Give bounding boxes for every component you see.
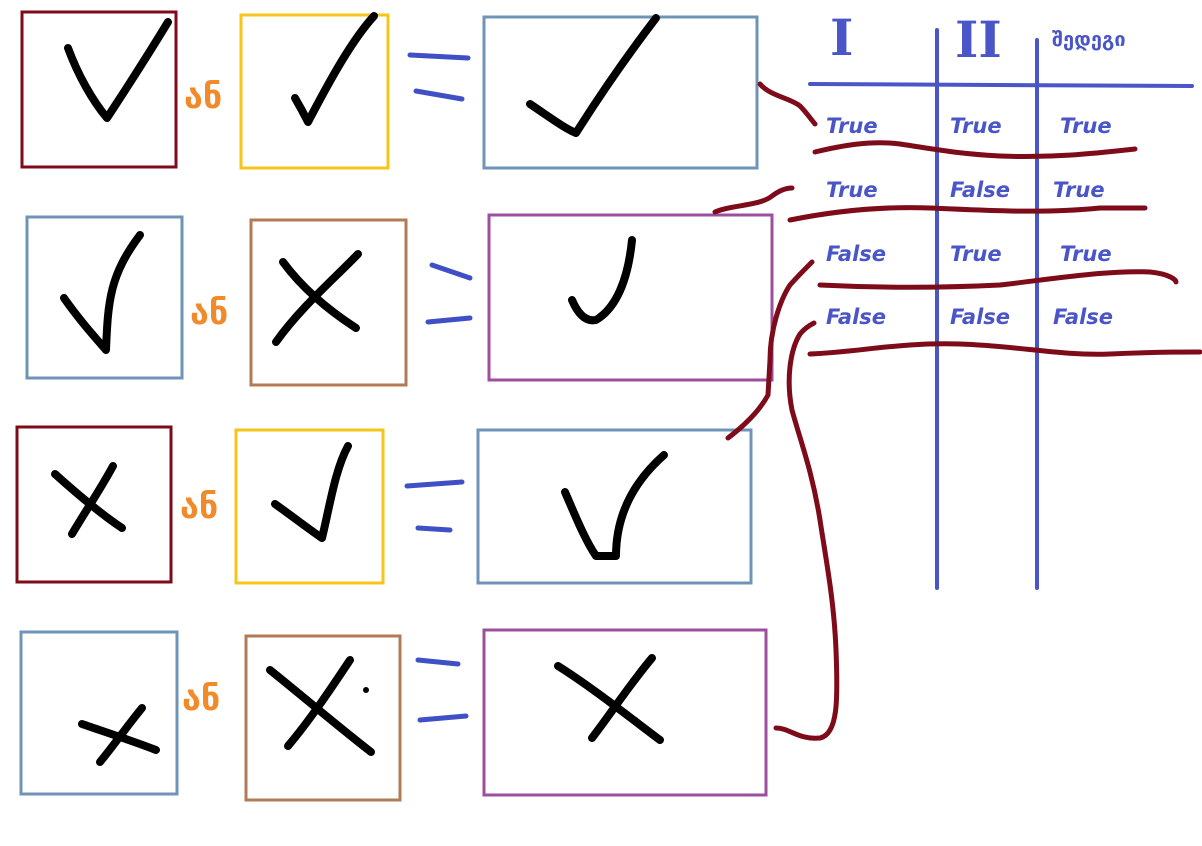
row-2: ან	[25, 213, 774, 387]
row-4-result-box	[482, 628, 768, 797]
underline-row-2	[787, 205, 1148, 223]
truth-table-r4-c3: False	[1053, 305, 1113, 329]
row-1-result-check-icon	[526, 14, 660, 137]
truth-table-r1-c3: True	[1060, 114, 1112, 138]
row-2-operand-b-cross-icon	[272, 250, 362, 346]
row-4-operand-b-cross-icon	[266, 656, 375, 756]
truth-table-r3-c2: True	[950, 242, 1002, 266]
truth-table-header-1: I	[830, 8, 853, 67]
row-2-operator-label: ან	[190, 293, 228, 333]
row-4-operator-label: ან	[182, 679, 220, 719]
underline-row-4	[807, 341, 1202, 357]
row-2-operand-b-box	[249, 218, 408, 387]
underline-row-1	[812, 140, 1138, 160]
row-3-result-check-icon	[561, 451, 668, 560]
row-2-equals-sign	[425, 262, 473, 325]
row-4-result-cross-icon	[554, 654, 664, 744]
row-1-operand-a-check-icon	[64, 18, 172, 122]
row-2-operand-a-check-icon	[60, 231, 144, 354]
truth-table-r1-c2: True	[950, 114, 1002, 138]
underline-row-3	[817, 269, 1179, 290]
row-3-operand-a-box	[15, 425, 173, 584]
truth-table: I II შედეგი True True True True False Tr…	[787, 8, 1202, 590]
row-3-operand-b-box	[234, 428, 385, 585]
row-1-operand-a-box	[20, 10, 178, 169]
row-1: ან	[20, 10, 759, 170]
row-3-operand-a-cross-icon	[51, 462, 126, 538]
row-2-result-box	[487, 213, 774, 382]
truth-table-r3-c1: False	[826, 242, 886, 266]
truth-table-header-2: II	[955, 10, 1002, 69]
row-4-operand-b-box	[244, 634, 402, 802]
truth-table-r1-c1: True	[826, 114, 878, 138]
truth-table-header-2-label: II	[955, 10, 1002, 69]
row-1-equals-sign	[407, 52, 471, 102]
row-1-operand-b-check-icon	[291, 12, 378, 126]
truth-table-row-underlines	[787, 140, 1202, 357]
row-3-result-box	[476, 428, 753, 585]
row-3-operand-b-check-icon	[271, 442, 352, 542]
row-3-equals-sign	[404, 479, 465, 533]
row-2-result-check-icon	[568, 236, 636, 325]
row-4-operand-b-dot	[363, 687, 369, 693]
row-3-operator-label: ან	[180, 487, 218, 527]
truth-table-header-3-label: შედეგი	[1052, 27, 1126, 51]
truth-table-r4-c2: False	[950, 305, 1010, 329]
row-1-operator-label: ან	[184, 77, 222, 117]
truth-table-r4-c1: False	[826, 305, 886, 329]
truth-table-r2-c3: True	[1053, 178, 1105, 202]
truth-table-r2-c2: False	[950, 178, 1010, 202]
truth-table-r3-c3: True	[1060, 242, 1112, 266]
row-4-operand-a-box	[19, 630, 179, 796]
row-3: ან	[15, 425, 753, 585]
row-1-result-box	[482, 15, 759, 170]
row-1-operand-b-box	[239, 13, 390, 170]
connector-row-2	[712, 185, 795, 215]
row-4-equals-sign	[415, 657, 469, 723]
connector-row-1	[757, 81, 818, 127]
connector-row-4	[773, 320, 840, 741]
connector-row-3	[725, 259, 815, 441]
row-2-operand-a-box	[25, 215, 184, 380]
truth-table-header-1-label: I	[830, 8, 853, 67]
row-4: ან	[19, 628, 768, 802]
truth-table-r2-c1: True	[826, 178, 878, 202]
truth-table-grid	[808, 28, 1194, 590]
connector-lines	[712, 81, 840, 741]
row-4-operand-a-cross-icon	[78, 704, 160, 766]
